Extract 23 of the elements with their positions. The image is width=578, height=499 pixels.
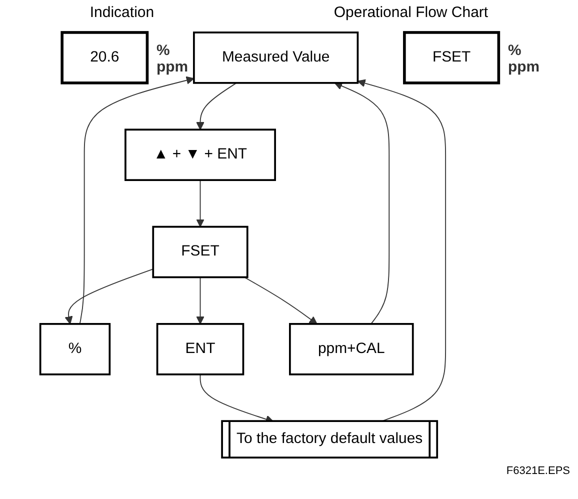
arrow xyxy=(196,82,238,130)
arrow xyxy=(196,180,204,228)
arrow xyxy=(357,79,446,422)
node-box: ▲ + ▼ + ENT xyxy=(124,128,276,181)
node-box: % xyxy=(39,323,111,376)
arrow xyxy=(79,76,194,324)
node-box: ppm+CAL xyxy=(289,323,414,376)
column-heading: Indication xyxy=(90,4,154,21)
figure-id: F6321E.EPS xyxy=(506,465,570,477)
node-box: ENT xyxy=(156,323,244,376)
column-heading: Operational Flow Chart xyxy=(334,4,488,21)
indicator-label: % xyxy=(508,42,522,59)
node-box: FSET xyxy=(403,31,500,84)
arrow xyxy=(64,268,154,324)
node-box: FSET xyxy=(152,226,248,278)
indicator-label: % xyxy=(156,42,170,59)
arrow xyxy=(196,276,204,324)
arrow xyxy=(244,276,318,324)
node-box: Measured Value xyxy=(193,32,359,84)
arrow xyxy=(334,82,390,324)
indicator-label: ppm xyxy=(156,58,188,76)
node-box: 20.6 xyxy=(60,31,149,84)
indicator-label: ppm xyxy=(508,58,540,76)
